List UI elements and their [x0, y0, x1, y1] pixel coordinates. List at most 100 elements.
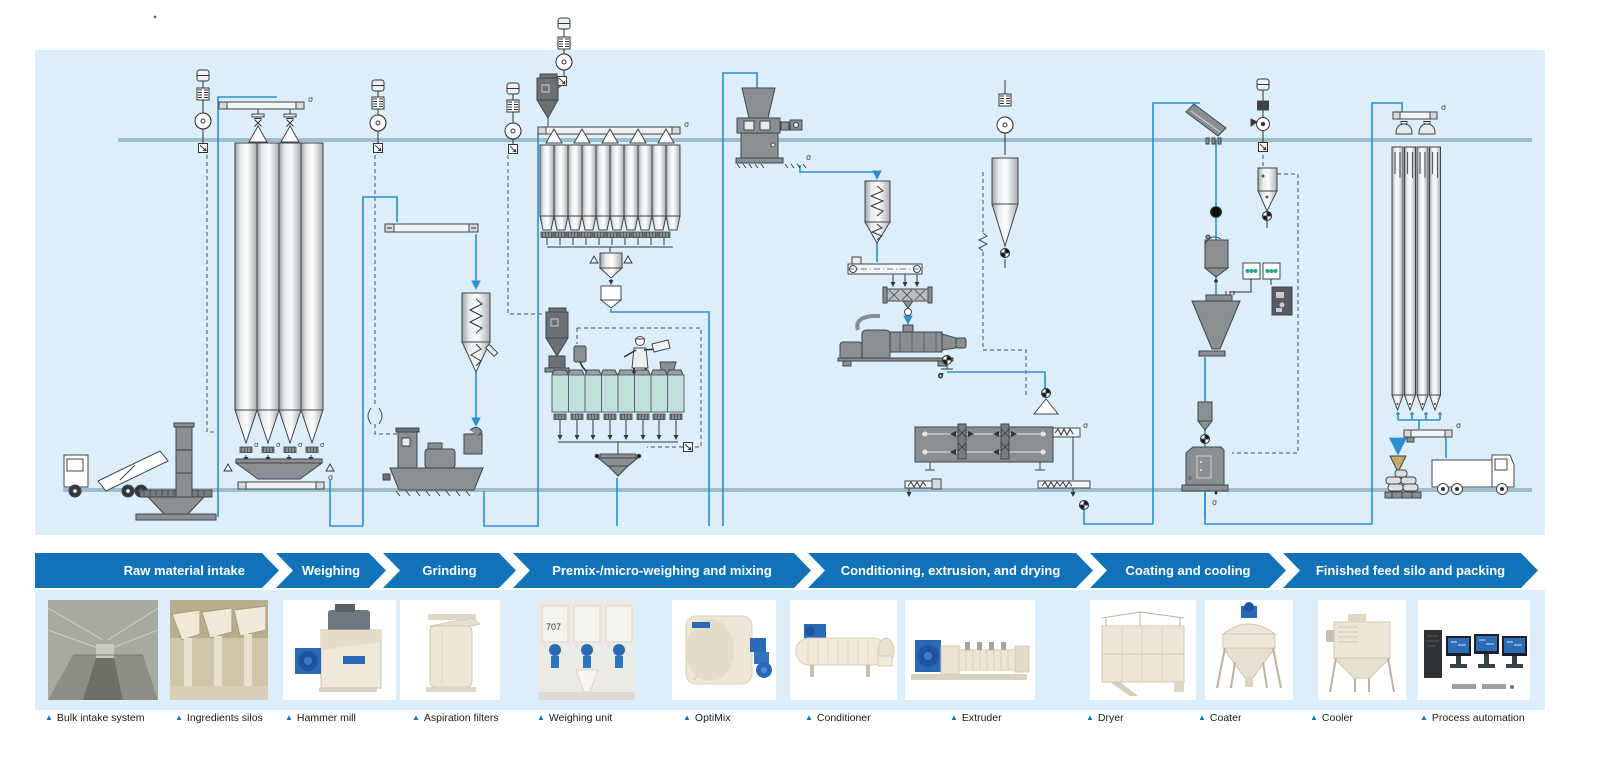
coating-cyclone — [1257, 167, 1278, 221]
stage-label: Weighing — [301, 563, 361, 578]
stage-coating-cooling: σ — [1181, 78, 1293, 507]
stage-label: Conditioning, extrusion, and drying — [840, 563, 1061, 578]
premix-filter-cyclone-top — [536, 73, 559, 127]
silo-weigh-hopper: σ — [223, 458, 335, 490]
stage-raw-material-intake — [63, 69, 217, 521]
premix-conveyor: σ — [537, 120, 689, 144]
bullet-triangle-icon: ▲ — [683, 713, 691, 722]
stage-segment-conditioning: Conditioning, extrusion, and drying — [808, 553, 1093, 588]
cooler-machine: σ — [1181, 446, 1229, 507]
caption-text: Dryer — [1097, 712, 1124, 724]
caption-text: Cooler — [1321, 712, 1353, 724]
premix-filter-fan-icons — [504, 82, 522, 154]
caption-optimix: ▲OptiMix — [683, 712, 731, 724]
caption-text: OptiMix — [694, 712, 731, 724]
process-flow-diagram: σ σ σ σ σ σ — [35, 15, 1545, 535]
bin-number-text: 707 — [546, 622, 561, 632]
coating-icons — [1250, 78, 1270, 152]
caption-bulk-intake-system: ▲Bulk intake system — [45, 712, 144, 724]
micro-dosing-bins — [551, 369, 685, 420]
svg-text:σ: σ — [1456, 421, 1461, 430]
photo-conditioner — [790, 600, 897, 700]
dryer-machine: σ — [904, 421, 1091, 510]
bagging-station — [1384, 455, 1422, 499]
svg-text:σ: σ — [1083, 421, 1088, 430]
photo-process-automation — [1418, 600, 1530, 700]
bullet-triangle-icon: ▲ — [412, 713, 420, 722]
bullet-triangle-icon: ▲ — [45, 713, 53, 722]
intake-filter-fan-icons — [194, 69, 212, 153]
bullet-triangle-icon: ▲ — [950, 713, 958, 722]
bullet-triangle-icon: ▲ — [537, 713, 545, 722]
caption-dryer: ▲Dryer — [1086, 712, 1124, 724]
svg-text:σ: σ — [308, 95, 313, 104]
bullet-triangle-icon: ▲ — [175, 713, 183, 722]
conditioner-unit — [882, 286, 933, 316]
bullet-triangle-icon: ▲ — [285, 713, 293, 722]
stage-label: Premix-/micro-weighing and mixing — [552, 563, 772, 578]
aspiration-cyclone — [461, 292, 499, 374]
grinding-conveyor — [384, 223, 479, 233]
dump-truck — [63, 450, 169, 498]
photo-weighing-unit: 707 — [538, 600, 635, 700]
premix-filter-cyclone-2 — [544, 307, 570, 373]
caption-coater: ▲Coater — [1198, 712, 1241, 724]
delivery-truck — [1431, 454, 1515, 495]
stage-segment-weighing: Weighing — [276, 553, 386, 588]
stage-label: Grinding — [422, 563, 477, 578]
photo-dryer — [1090, 600, 1196, 700]
bullet-triangle-icon: ▲ — [1198, 713, 1206, 722]
stage-segment-finished-feed: Finished feed silo and packing — [1283, 553, 1538, 588]
silo-top-conveyor: σ — [218, 95, 313, 143]
hammer-mill-machine — [382, 426, 484, 497]
stage-finished-feed: σ σ — [1384, 103, 1515, 499]
micro-weigh-hopper — [589, 252, 633, 309]
svg-text:σ: σ — [1441, 103, 1446, 112]
caption-extruder: ▲Extruder — [950, 712, 1002, 724]
svg-text:σ: σ — [254, 441, 259, 449]
svg-text:σ: σ — [684, 120, 689, 129]
caption-text: Aspiration filters — [423, 712, 499, 724]
process-stage-banner: Raw material intake Weighing Grinding Pr… — [0, 553, 1600, 588]
svg-text:σ: σ — [276, 441, 281, 449]
packing-conveyor: σ — [1403, 421, 1461, 443]
liquid-additive-boxes — [1230, 262, 1293, 316]
weighing-filter-fan-icons — [369, 79, 387, 153]
stage-segment-coating-cooling: Coating and cooling — [1090, 553, 1286, 588]
collecting-mixer — [594, 453, 642, 477]
caption-conditioner: ▲Conditioner — [805, 712, 871, 724]
stage-segment-raw-material-intake: Raw material intake — [35, 553, 279, 588]
svg-text:σ: σ — [806, 153, 811, 162]
caption-text: Ingredients silos — [186, 712, 263, 724]
photo-coater — [1205, 600, 1293, 700]
svg-text:σ: σ — [938, 371, 943, 380]
stage-label: Coating and cooling — [1125, 563, 1251, 578]
caption-weighing-unit: ▲Weighing unit — [537, 712, 612, 724]
stage-premix: σ — [504, 17, 689, 477]
dryer-feed-funnel — [1032, 388, 1060, 415]
svg-text:σ: σ — [298, 441, 303, 449]
caption-text: Coater — [1209, 712, 1242, 724]
caption-text: Conditioner — [816, 712, 871, 724]
stage-label: Raw material intake — [123, 563, 245, 578]
bullet-triangle-icon: ▲ — [1086, 713, 1094, 722]
floor-lines — [63, 138, 1532, 492]
stage-conditioning-extrusion-drying: σ — [735, 87, 1091, 510]
caption-text: Bulk intake system — [56, 712, 145, 724]
diverter-ball — [1210, 206, 1222, 218]
coating-elevator-conveyor — [1185, 103, 1227, 145]
caption-cooler: ▲Cooler — [1310, 712, 1353, 724]
bucket-elevator — [173, 422, 195, 498]
photo-optimix — [672, 600, 776, 700]
caption-hammer-mill: ▲Hammer mill — [285, 712, 356, 724]
stage-segment-grinding: Grinding — [383, 553, 516, 588]
photo-bulk-intake-system — [48, 600, 158, 700]
caption-process-automation: ▲Process automation — [1420, 712, 1525, 724]
finished-feed-silos — [1391, 146, 1442, 412]
ingredient-silos: σ σ σ σ — [234, 142, 325, 453]
photo-cooler — [1318, 600, 1406, 700]
photo-ingredients-silos — [170, 600, 268, 700]
extruder-machine — [837, 314, 967, 367]
bullet-triangle-icon: ▲ — [1310, 713, 1318, 722]
